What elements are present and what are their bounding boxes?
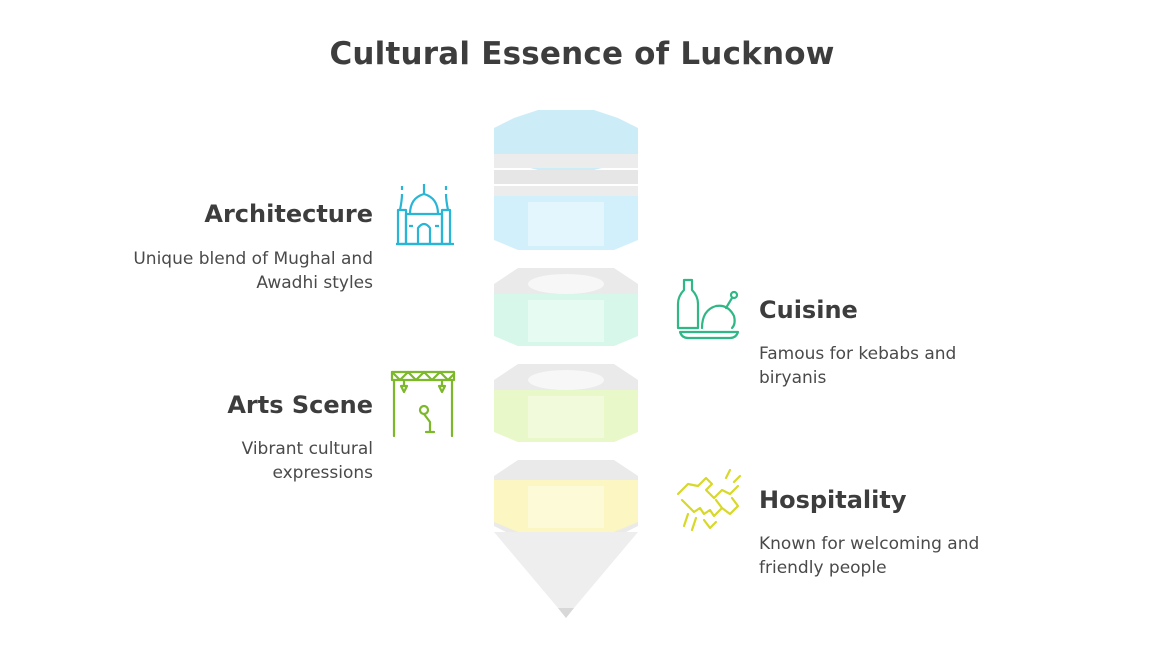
heading-arts-scene: Arts Scene: [227, 391, 373, 419]
heading-hospitality: Hospitality: [759, 486, 907, 514]
pencil-segment-hospitality: [494, 460, 638, 618]
description-architecture: Unique blend of Mughal and Awadhi styles: [133, 249, 373, 293]
stage-microphone-icon: [390, 370, 456, 438]
description-arts-scene: Vibrant cultural expressions: [241, 439, 373, 483]
pencil-segment-arts: [494, 364, 638, 442]
food-plate-icon: [676, 278, 740, 340]
pencil-segment-cuisine: [494, 268, 638, 346]
mosque-icon: [396, 184, 454, 246]
page-title: Cultural Essence of Lucknow: [329, 36, 835, 72]
heading-cuisine: Cuisine: [759, 296, 858, 324]
pencil-segment-architecture: [494, 110, 638, 250]
description-hospitality: Known for welcoming and friendly people: [759, 534, 980, 578]
stacked-pencil-diagram: [494, 110, 638, 618]
handshake-icon: [676, 468, 742, 532]
heading-architecture: Architecture: [204, 200, 373, 228]
description-cuisine: Famous for kebabs and biryanis: [759, 344, 957, 388]
